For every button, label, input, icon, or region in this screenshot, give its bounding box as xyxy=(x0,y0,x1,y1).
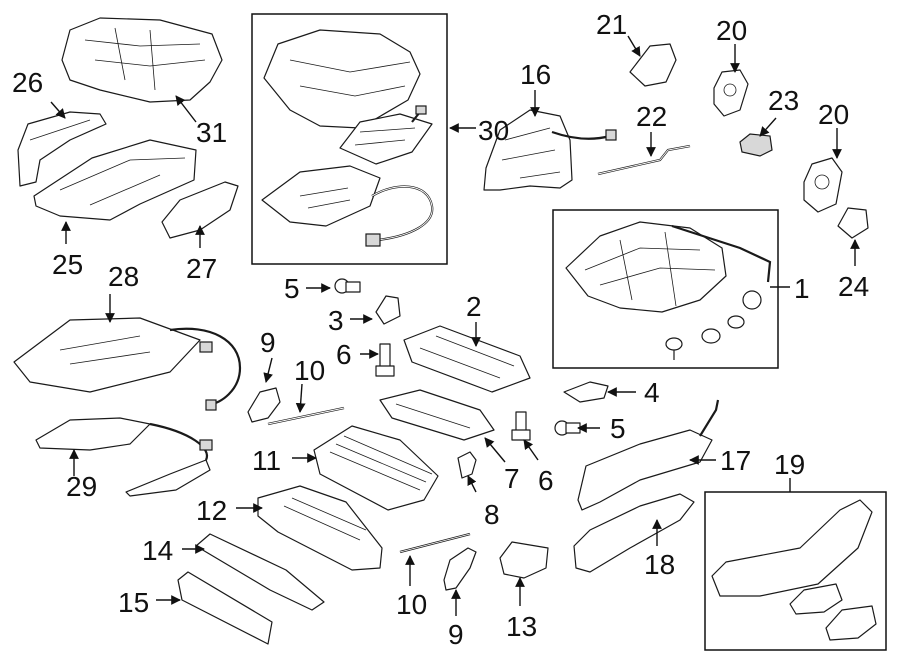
callout-5-upper: 5 xyxy=(284,273,300,304)
part-6-bolt-upper xyxy=(375,343,395,377)
part-15-front-trim xyxy=(177,571,273,645)
part-26-side-bolster xyxy=(17,111,107,187)
part-19-switch-assembly xyxy=(711,499,877,641)
callout-18: 18 xyxy=(644,549,675,580)
callout-28: 28 xyxy=(108,261,139,292)
part-16-trim-bracket xyxy=(483,109,617,191)
callout-27: 27 xyxy=(186,253,217,284)
callout-16: 16 xyxy=(520,59,551,90)
callout-3: 3 xyxy=(328,305,344,336)
part-29-heater-mat-back xyxy=(35,417,213,497)
part-20-recliner-cover-upper xyxy=(713,69,749,117)
part-27-side-trim xyxy=(161,181,239,239)
part-13-control-module xyxy=(499,541,549,579)
group-box-1 xyxy=(552,209,779,369)
part-8-fastener xyxy=(457,451,477,479)
callout-12: 12 xyxy=(196,495,227,526)
callout-4: 4 xyxy=(644,377,660,408)
part-9-cover-lower xyxy=(443,547,477,591)
callout-1: 1 xyxy=(794,273,810,304)
part-14-front-bracket xyxy=(195,533,325,611)
callout-23: 23 xyxy=(768,85,799,116)
callout-15: 15 xyxy=(118,587,149,618)
group-box-19 xyxy=(704,491,887,651)
callout-8: 8 xyxy=(484,499,500,530)
part-4-plate xyxy=(563,381,609,403)
callout-30: 30 xyxy=(478,115,509,146)
callout-labels: 26 31 25 27 30 16 21 22 20 23 20 24 1 28… xyxy=(12,9,869,650)
part-30-heater-kit xyxy=(261,29,434,247)
callout-6-lower: 6 xyxy=(538,465,554,496)
callout-17: 17 xyxy=(720,445,751,476)
callout-24: 24 xyxy=(838,271,869,302)
part-25-cushion-pad xyxy=(33,139,197,221)
callout-20-lower: 20 xyxy=(818,99,849,130)
part-17-side-shield xyxy=(577,399,720,511)
callout-25: 25 xyxy=(52,249,83,280)
part-20-recliner-cover-lower xyxy=(803,157,843,213)
callout-5-lower: 5 xyxy=(610,413,626,444)
leader-lines xyxy=(50,35,860,616)
callout-20-upper: 20 xyxy=(716,15,747,46)
part-7-seat-rail-outer xyxy=(379,389,495,441)
part-10-rod-upper xyxy=(267,406,345,426)
part-28-heater-mat xyxy=(13,317,242,411)
part-9-cover-upper xyxy=(247,387,281,423)
callout-7: 7 xyxy=(504,463,520,494)
callout-9-lower: 9 xyxy=(448,619,464,650)
callout-11: 11 xyxy=(252,445,281,476)
part-3-bracket xyxy=(375,295,401,325)
callout-14: 14 xyxy=(142,535,173,566)
part-11-spring-pan xyxy=(313,425,439,511)
callout-19: 19 xyxy=(774,449,805,480)
callout-22: 22 xyxy=(636,101,667,132)
part-23-clip xyxy=(739,133,773,157)
callout-31: 31 xyxy=(196,117,227,148)
part-6-bolt-lower xyxy=(511,411,531,441)
callout-26: 26 xyxy=(12,67,43,98)
callout-10-upper: 10 xyxy=(294,355,325,386)
callout-10-lower: 10 xyxy=(396,589,427,620)
group-box-30 xyxy=(251,13,448,265)
part-5-bolt-lower xyxy=(554,420,581,436)
part-22-cable xyxy=(597,144,691,176)
part-2-seat-rail xyxy=(403,325,531,393)
part-24-cap xyxy=(837,207,869,239)
callout-13: 13 xyxy=(506,611,537,642)
callout-2: 2 xyxy=(466,291,482,322)
callout-9-upper: 9 xyxy=(260,327,276,358)
part-5-bolt-upper xyxy=(334,278,361,294)
part-1-seat-frame xyxy=(565,221,772,360)
callout-21: 21 xyxy=(596,9,627,40)
part-21-cover xyxy=(629,43,677,87)
part-12-seat-pan xyxy=(257,485,383,571)
part-31-cushion-cover xyxy=(61,17,223,103)
part-18-side-shield-trim xyxy=(573,493,695,573)
part-10-rod-lower xyxy=(399,532,471,554)
callout-6-upper: 6 xyxy=(336,339,352,370)
callout-29: 29 xyxy=(66,471,97,502)
